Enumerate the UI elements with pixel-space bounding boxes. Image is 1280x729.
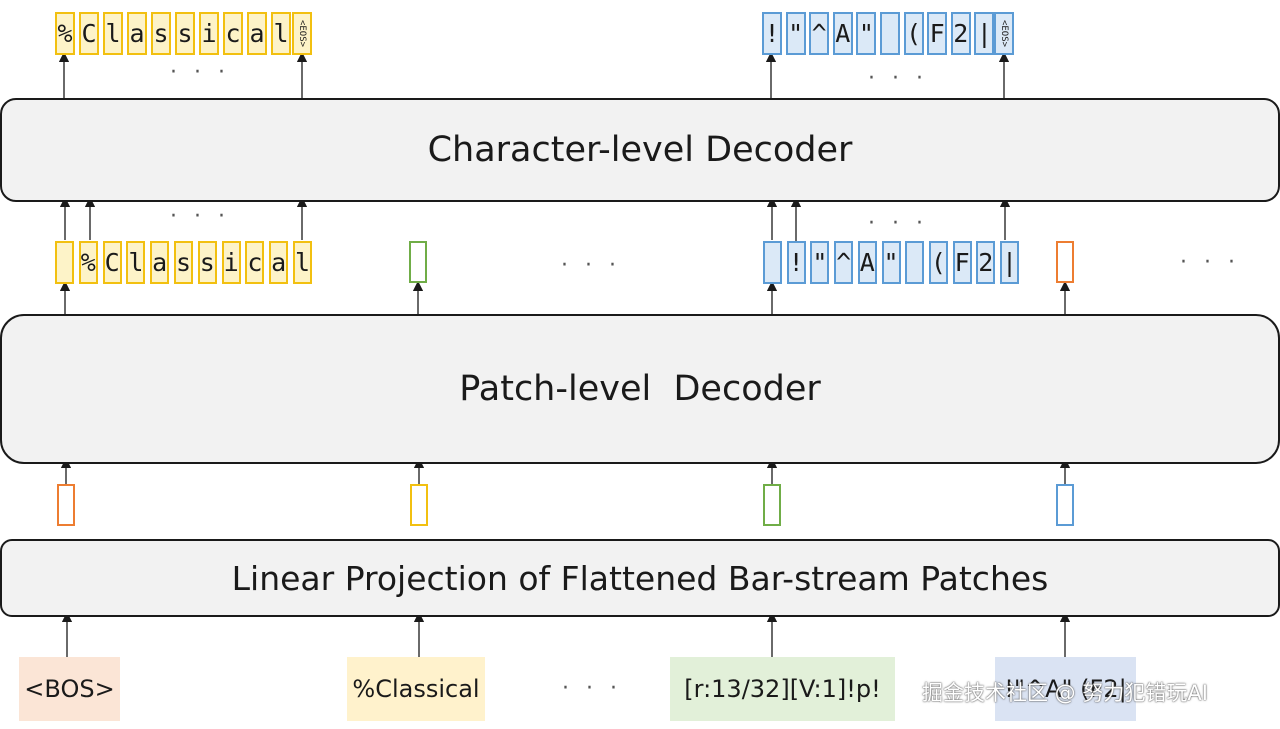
top-seq2-token-0: !: [762, 12, 782, 55]
mid-seq2-token-10: |: [1000, 241, 1019, 284]
input-patch-notes-label: !"^A" (F2|: [1004, 675, 1127, 703]
mid-seq2-token-7: (: [928, 241, 948, 284]
patch-level-decoder-block: Patch-level Decoder: [0, 314, 1280, 464]
character-level-decoder-label: Character-level Decoder: [427, 130, 853, 170]
mid-seq2-token-9: 2: [976, 241, 996, 284]
character-level-decoder-block: Character-level Decoder: [0, 98, 1280, 202]
ellipsis-top-1: · · ·: [170, 60, 230, 85]
patch-embedding-green: [763, 484, 781, 526]
ellipsis-bottom: · · ·: [562, 676, 622, 701]
top-seq1-token-9: l: [271, 12, 291, 55]
top-seq2-token-8: 2: [950, 12, 971, 55]
patch-embedding-orange: [57, 484, 75, 526]
input-patch-bar-header-label: [r:13/32][V:1]!p!: [684, 675, 881, 703]
mid-seq1-token-1: %: [78, 241, 98, 284]
top-seq1-token-8: a: [247, 12, 267, 55]
top-seq2-token-4: ": [856, 12, 877, 55]
patch-embedding-yellow: [410, 484, 428, 526]
mid-seq2-token-4: A: [857, 241, 877, 284]
top-seq1-token-3: a: [127, 12, 147, 55]
mid-seq2-token-0: [763, 241, 782, 284]
input-bos-token: <BOS>: [19, 657, 120, 721]
top-seq1-token-2: l: [103, 12, 123, 55]
ellipsis-mid-4: · · ·: [1180, 250, 1240, 275]
linear-projection-block: Linear Projection of Flattened Bar-strea…: [0, 539, 1280, 617]
mid-seq1-token-0: [55, 241, 74, 284]
top-seq1-token-4: s: [151, 12, 171, 55]
top-seq1-token-1: C: [79, 12, 99, 55]
top-seq2-token-9: |: [974, 12, 995, 55]
input-patch-bar-header: [r:13/32][V:1]!p!: [670, 657, 895, 721]
input-patch-notes: !"^A" (F2|: [995, 657, 1136, 721]
watermark-text: 掘金技术社区 @ 努力犯错玩AI: [922, 681, 1208, 705]
input-patch-classical: %Classical: [347, 657, 485, 721]
mid-seq1-token-9: a: [269, 241, 289, 284]
mid-seq1-token-5: s: [174, 241, 193, 284]
mid-seq2-token-2: ": [810, 241, 830, 284]
mid-seq1-token-10: l: [293, 241, 312, 284]
top-seq2-token-3: A: [832, 12, 853, 55]
top-seq1-token-5: s: [175, 12, 195, 55]
mid-seq1-token-3: l: [126, 241, 146, 284]
linear-projection-label: Linear Projection of Flattened Bar-strea…: [231, 558, 1049, 598]
mid-seq1-token-2: C: [102, 241, 122, 284]
top-seq2-token-5: [880, 12, 900, 55]
mid-seq1-token-7: i: [221, 241, 241, 284]
patch-embedding-output-green: [409, 241, 427, 283]
mid-seq2-token-3: ^: [834, 241, 854, 284]
top-seq1-token-6: i: [199, 12, 219, 55]
ellipsis-mid-1: · · ·: [170, 204, 230, 229]
mid-seq2-token-1: !: [786, 241, 806, 284]
top-seq2-token-2: ^: [809, 12, 830, 55]
patch-embedding-output-orange: [1056, 241, 1074, 283]
top-seq2-token-6: (: [903, 12, 924, 55]
top-seq1-token-0: %: [55, 12, 75, 55]
top-seq2-token-7: F: [927, 12, 948, 55]
top-eos-token-2: <EOS>: [994, 12, 1014, 55]
mid-seq2-token-5: ": [881, 241, 901, 284]
mid-seq2-token-6: [905, 241, 925, 284]
top-seq2-token-1: ": [785, 12, 806, 55]
input-patch-classical-label: %Classical: [352, 675, 480, 703]
ellipsis-mid-2: · · ·: [868, 211, 928, 236]
ellipsis-top-2: · · ·: [868, 66, 928, 91]
mid-seq1-token-6: s: [197, 241, 217, 284]
input-bos-label: <BOS>: [24, 675, 115, 703]
top-eos-token-1: <EOS>: [292, 12, 312, 55]
mid-seq1-token-8: c: [245, 241, 265, 284]
mid-seq2-token-8: F: [952, 241, 972, 284]
ellipsis-mid-3: · · ·: [561, 253, 621, 278]
patch-level-decoder-label: Patch-level Decoder: [459, 369, 821, 409]
top-seq1-token-7: c: [223, 12, 243, 55]
patch-embedding-blue: [1056, 484, 1074, 526]
mid-seq1-token-4: a: [150, 241, 170, 284]
